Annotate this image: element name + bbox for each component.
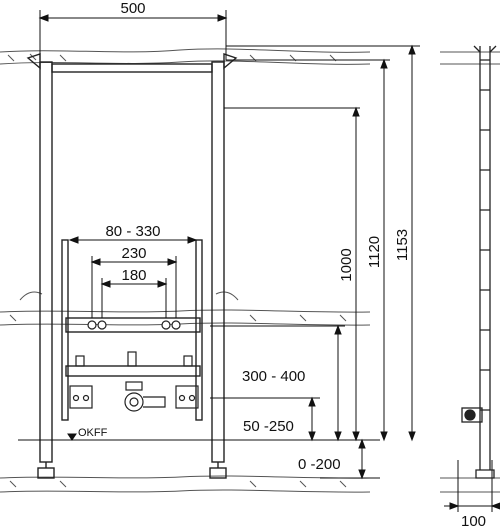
dim-frame-width: 500 [120,0,145,17]
dim-outer-spacing: 80 - 330 [105,223,160,240]
dimension-lines [38,10,500,512]
dim-inner-spacing: 180 [121,267,146,284]
ceiling-wall-band [0,48,500,65]
floor-band [0,475,500,493]
dim-height-1120: 1120 [366,236,383,268]
frame-side-view [461,45,497,479]
left-foot [37,467,55,479]
upper-brackets [26,53,238,70]
frame-front-view [26,53,238,479]
lower-crossbar [65,365,201,377]
dim-depth: 100 [461,513,486,530]
water-connection-fittings [87,320,181,330]
dim-mid-spacing: 230 [121,245,146,262]
inner-rail-left [61,239,69,421]
mid-wall-band [0,291,371,326]
dim-height-1000: 1000 [338,248,355,281]
right-upright [211,61,225,463]
dim-connection-range: 300 - 400 [242,368,305,385]
top-crossbar [51,63,213,73]
okff-label: OKFF [78,427,108,439]
dim-height-1153: 1153 [394,229,411,261]
drain-connection [124,381,166,412]
dim-drain-range: 50 -250 [243,418,294,435]
left-upright [39,61,53,463]
inner-rail-right [195,239,203,421]
dim-floor-range: 0 -200 [298,456,341,473]
connection-crossbar [65,317,201,333]
supply-valves [69,351,199,409]
floor-reference-marker [18,433,380,441]
